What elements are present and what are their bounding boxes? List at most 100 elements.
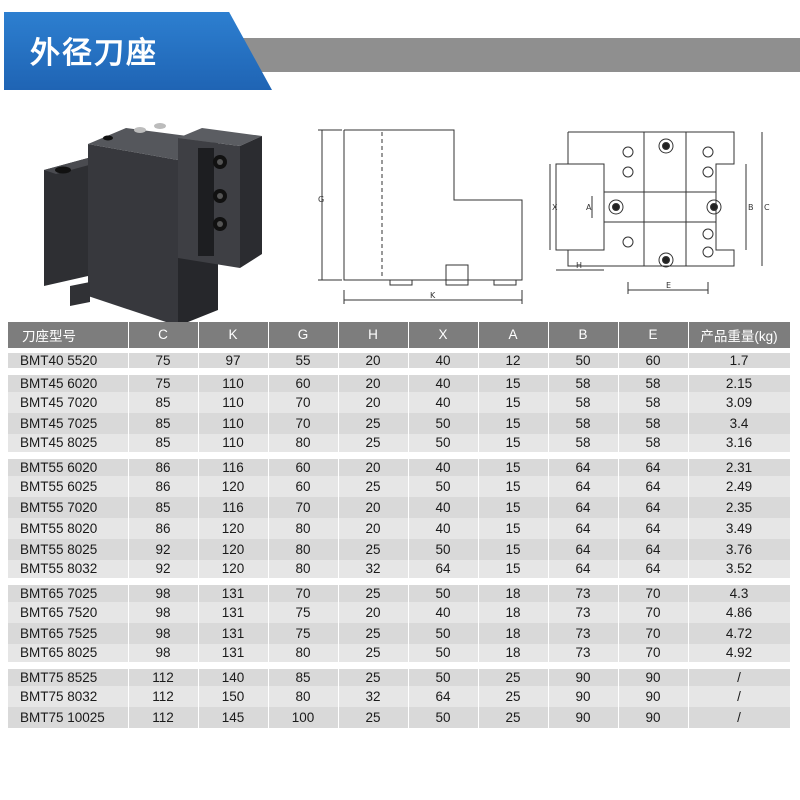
value-cell: 50 <box>408 577 479 602</box>
value-cell: 15 <box>478 413 549 434</box>
value-cell: 86 <box>128 451 199 476</box>
value-cell: 40 <box>408 367 479 392</box>
model-cell: BMT45 7025 <box>8 413 129 434</box>
value-cell: 15 <box>478 560 549 581</box>
value-cell: 25 <box>338 707 409 728</box>
value-cell: 3.52 <box>688 560 791 581</box>
value-cell: 64 <box>548 451 619 476</box>
header-gray-bar <box>232 38 800 72</box>
model-cell: BMT55 8020 <box>8 518 129 539</box>
value-cell: 20 <box>338 602 409 623</box>
dim-label-b: B <box>748 203 754 212</box>
value-cell: 70 <box>618 623 689 644</box>
value-cell: 25 <box>338 434 409 455</box>
value-cell: 90 <box>548 707 619 728</box>
value-cell: 131 <box>198 623 269 644</box>
value-cell: 64 <box>408 686 479 707</box>
value-cell: 32 <box>338 560 409 581</box>
value-cell: 90 <box>548 686 619 707</box>
value-cell: 50 <box>408 644 479 665</box>
model-cell: BMT75 8032 <box>8 686 129 707</box>
value-cell: 112 <box>128 661 199 686</box>
value-cell: 50 <box>408 707 479 728</box>
value-cell: 58 <box>548 434 619 455</box>
value-cell: 20 <box>338 497 409 518</box>
value-cell: 40 <box>408 451 479 476</box>
value-cell: 15 <box>478 392 549 413</box>
column-header: K <box>198 322 269 350</box>
model-cell: BMT55 8032 <box>8 560 129 581</box>
column-header: H <box>338 322 409 350</box>
value-cell: 86 <box>128 476 199 497</box>
model-cell: BMT55 7020 <box>8 497 129 518</box>
column-header: G <box>268 322 339 350</box>
value-cell: 110 <box>198 367 269 392</box>
value-cell: 15 <box>478 497 549 518</box>
value-cell: 15 <box>478 434 549 455</box>
value-cell: 15 <box>478 367 549 392</box>
value-cell: / <box>688 707 791 728</box>
value-cell: 25 <box>338 413 409 434</box>
value-cell: 32 <box>338 686 409 707</box>
value-cell: 64 <box>548 560 619 581</box>
value-cell: 64 <box>548 518 619 539</box>
front-view-drawing: X A H B C E <box>549 131 770 294</box>
column-header: B <box>548 322 619 350</box>
value-cell: 80 <box>268 518 339 539</box>
value-cell: 90 <box>618 661 689 686</box>
value-cell: 98 <box>128 623 199 644</box>
value-cell: 58 <box>548 367 619 392</box>
value-cell: 40 <box>408 347 479 371</box>
value-cell: 73 <box>548 577 619 602</box>
tool-holder-product-image <box>44 123 262 326</box>
model-cell: BMT65 8025 <box>8 644 129 665</box>
value-cell: 80 <box>268 539 339 560</box>
value-cell: 70 <box>268 392 339 413</box>
value-cell: 20 <box>338 347 409 371</box>
value-cell: 40 <box>408 602 479 623</box>
value-cell: 58 <box>618 434 689 455</box>
value-cell: 64 <box>408 560 479 581</box>
model-cell: BMT55 6025 <box>8 476 129 497</box>
value-cell: 12 <box>478 347 549 371</box>
value-cell: 20 <box>338 392 409 413</box>
value-cell: 25 <box>338 476 409 497</box>
value-cell: 2.35 <box>688 497 791 518</box>
value-cell: 15 <box>478 476 549 497</box>
value-cell: 70 <box>618 577 689 602</box>
value-cell: 58 <box>548 392 619 413</box>
value-cell: 70 <box>268 577 339 602</box>
value-cell: 3.76 <box>688 539 791 560</box>
value-cell: 18 <box>478 602 549 623</box>
value-cell: 85 <box>268 661 339 686</box>
value-cell: 64 <box>618 497 689 518</box>
model-cell: BMT55 6020 <box>8 451 129 476</box>
value-cell: 80 <box>268 644 339 665</box>
value-cell: 116 <box>198 451 269 476</box>
value-cell: 86 <box>128 518 199 539</box>
value-cell: 3.16 <box>688 434 791 455</box>
column-header: A <box>478 322 549 350</box>
value-cell: 80 <box>268 434 339 455</box>
dim-label-g: G <box>318 195 324 204</box>
value-cell: 25 <box>478 661 549 686</box>
value-cell: 112 <box>128 707 199 728</box>
value-cell: 15 <box>478 451 549 476</box>
value-cell: 25 <box>478 707 549 728</box>
value-cell: 110 <box>198 434 269 455</box>
dim-label-x: X <box>552 203 558 212</box>
model-cell: BMT65 7025 <box>8 577 129 602</box>
page-title: 外径刀座 <box>30 36 158 71</box>
